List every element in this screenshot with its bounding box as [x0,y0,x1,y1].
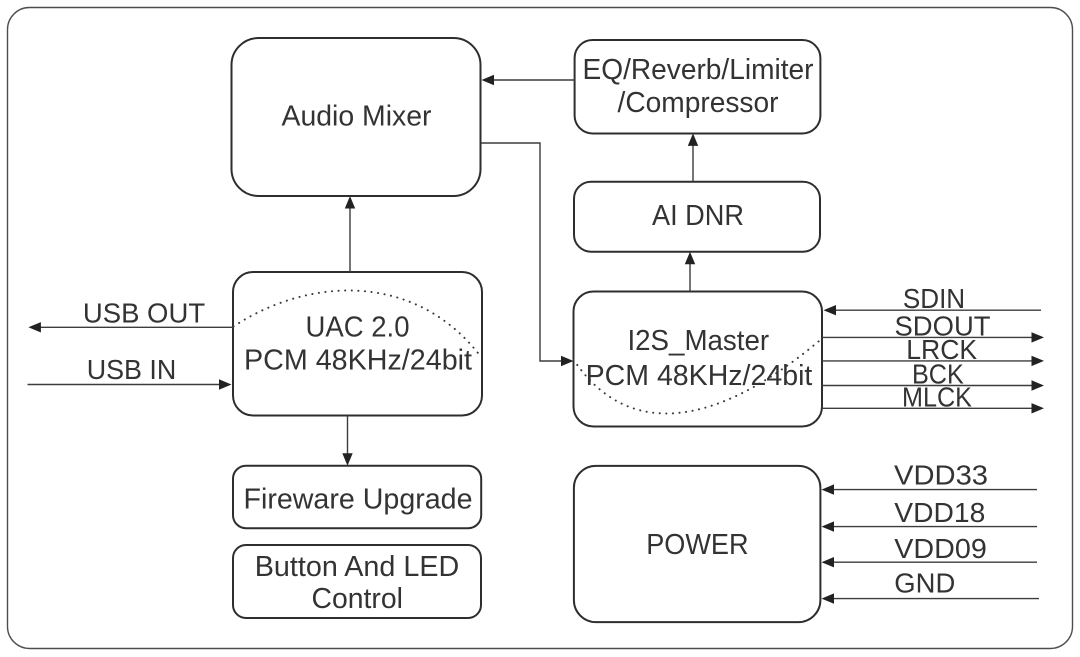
svg-text:AI DNR: AI DNR [652,200,744,232]
svg-text:VDD18: VDD18 [894,497,985,528]
svg-text:PCM 48KHz/24bit: PCM 48KHz/24bit [586,360,813,392]
svg-text:USB IN: USB IN [87,354,177,385]
svg-text:PCM 48KHz/24bit: PCM 48KHz/24bit [244,345,472,377]
svg-text:SDOUT: SDOUT [895,310,991,341]
svg-text:LRCK: LRCK [906,334,977,365]
svg-text:Audio Mixer: Audio Mixer [282,100,432,132]
svg-text:I2S_Master: I2S_Master [627,325,769,357]
svg-text:MLCK: MLCK [902,382,972,413]
svg-text:BCK: BCK [912,359,964,390]
svg-text:USB OUT: USB OUT [83,298,205,329]
svg-text:POWER: POWER [646,529,748,561]
svg-text:EQ/Reverb/Limiter: EQ/Reverb/Limiter [583,54,814,86]
svg-text:SDIN: SDIN [903,283,965,314]
svg-text:UAC 2.0: UAC 2.0 [306,311,410,343]
svg-text:Button And LED: Button And LED [255,551,460,583]
svg-text:Fireware Upgrade: Fireware Upgrade [244,483,473,515]
svg-text:VDD09: VDD09 [894,533,987,564]
svg-text:VDD33: VDD33 [894,460,988,491]
svg-text:Control: Control [312,583,403,615]
svg-text:/Compressor: /Compressor [618,87,779,119]
svg-text:GND: GND [894,568,955,599]
